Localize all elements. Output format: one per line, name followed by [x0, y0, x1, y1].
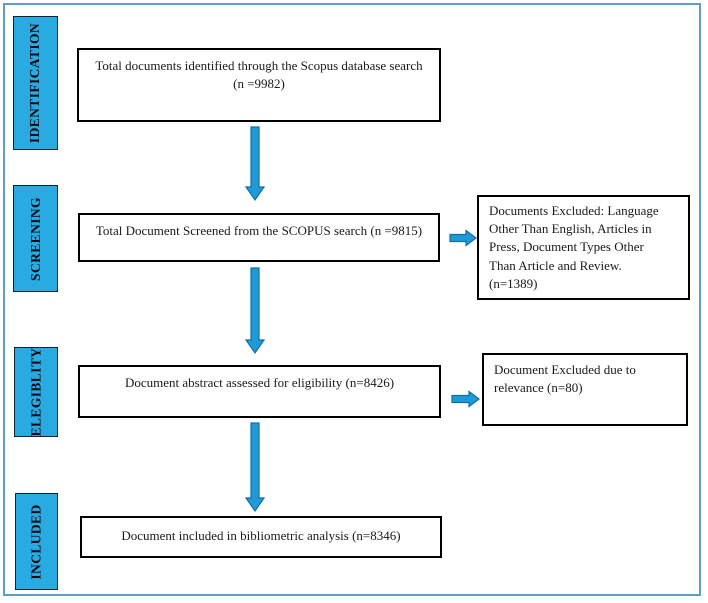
box-identified: Total documents identified through the S… [77, 48, 441, 122]
stage-included: INCLUDED [15, 493, 58, 590]
stage-identification-label: IDENTIFICATION [27, 22, 43, 144]
box-eligibility: Document abstract assessed for eligibili… [78, 365, 441, 418]
stage-included-label: INCLUDED [28, 503, 44, 580]
box-excluded-eligibility: Document Excluded due to relevance (n=80… [482, 353, 688, 426]
box-included: Document included in bibliometric analys… [80, 516, 442, 558]
stage-eligibility: ELEGIBLITY [14, 347, 58, 437]
stage-screening: SCREENING [13, 185, 58, 292]
box-screened: Total Document Screened from the SCOPUS … [78, 213, 440, 262]
box-excluded-screening: Documents Excluded: Language Other Than … [477, 195, 690, 300]
stage-screening-label: SCREENING [27, 196, 43, 281]
stage-eligibility-label: ELEGIBLITY [28, 347, 44, 437]
outer-frame [3, 3, 701, 596]
stage-identification: IDENTIFICATION [13, 16, 58, 150]
